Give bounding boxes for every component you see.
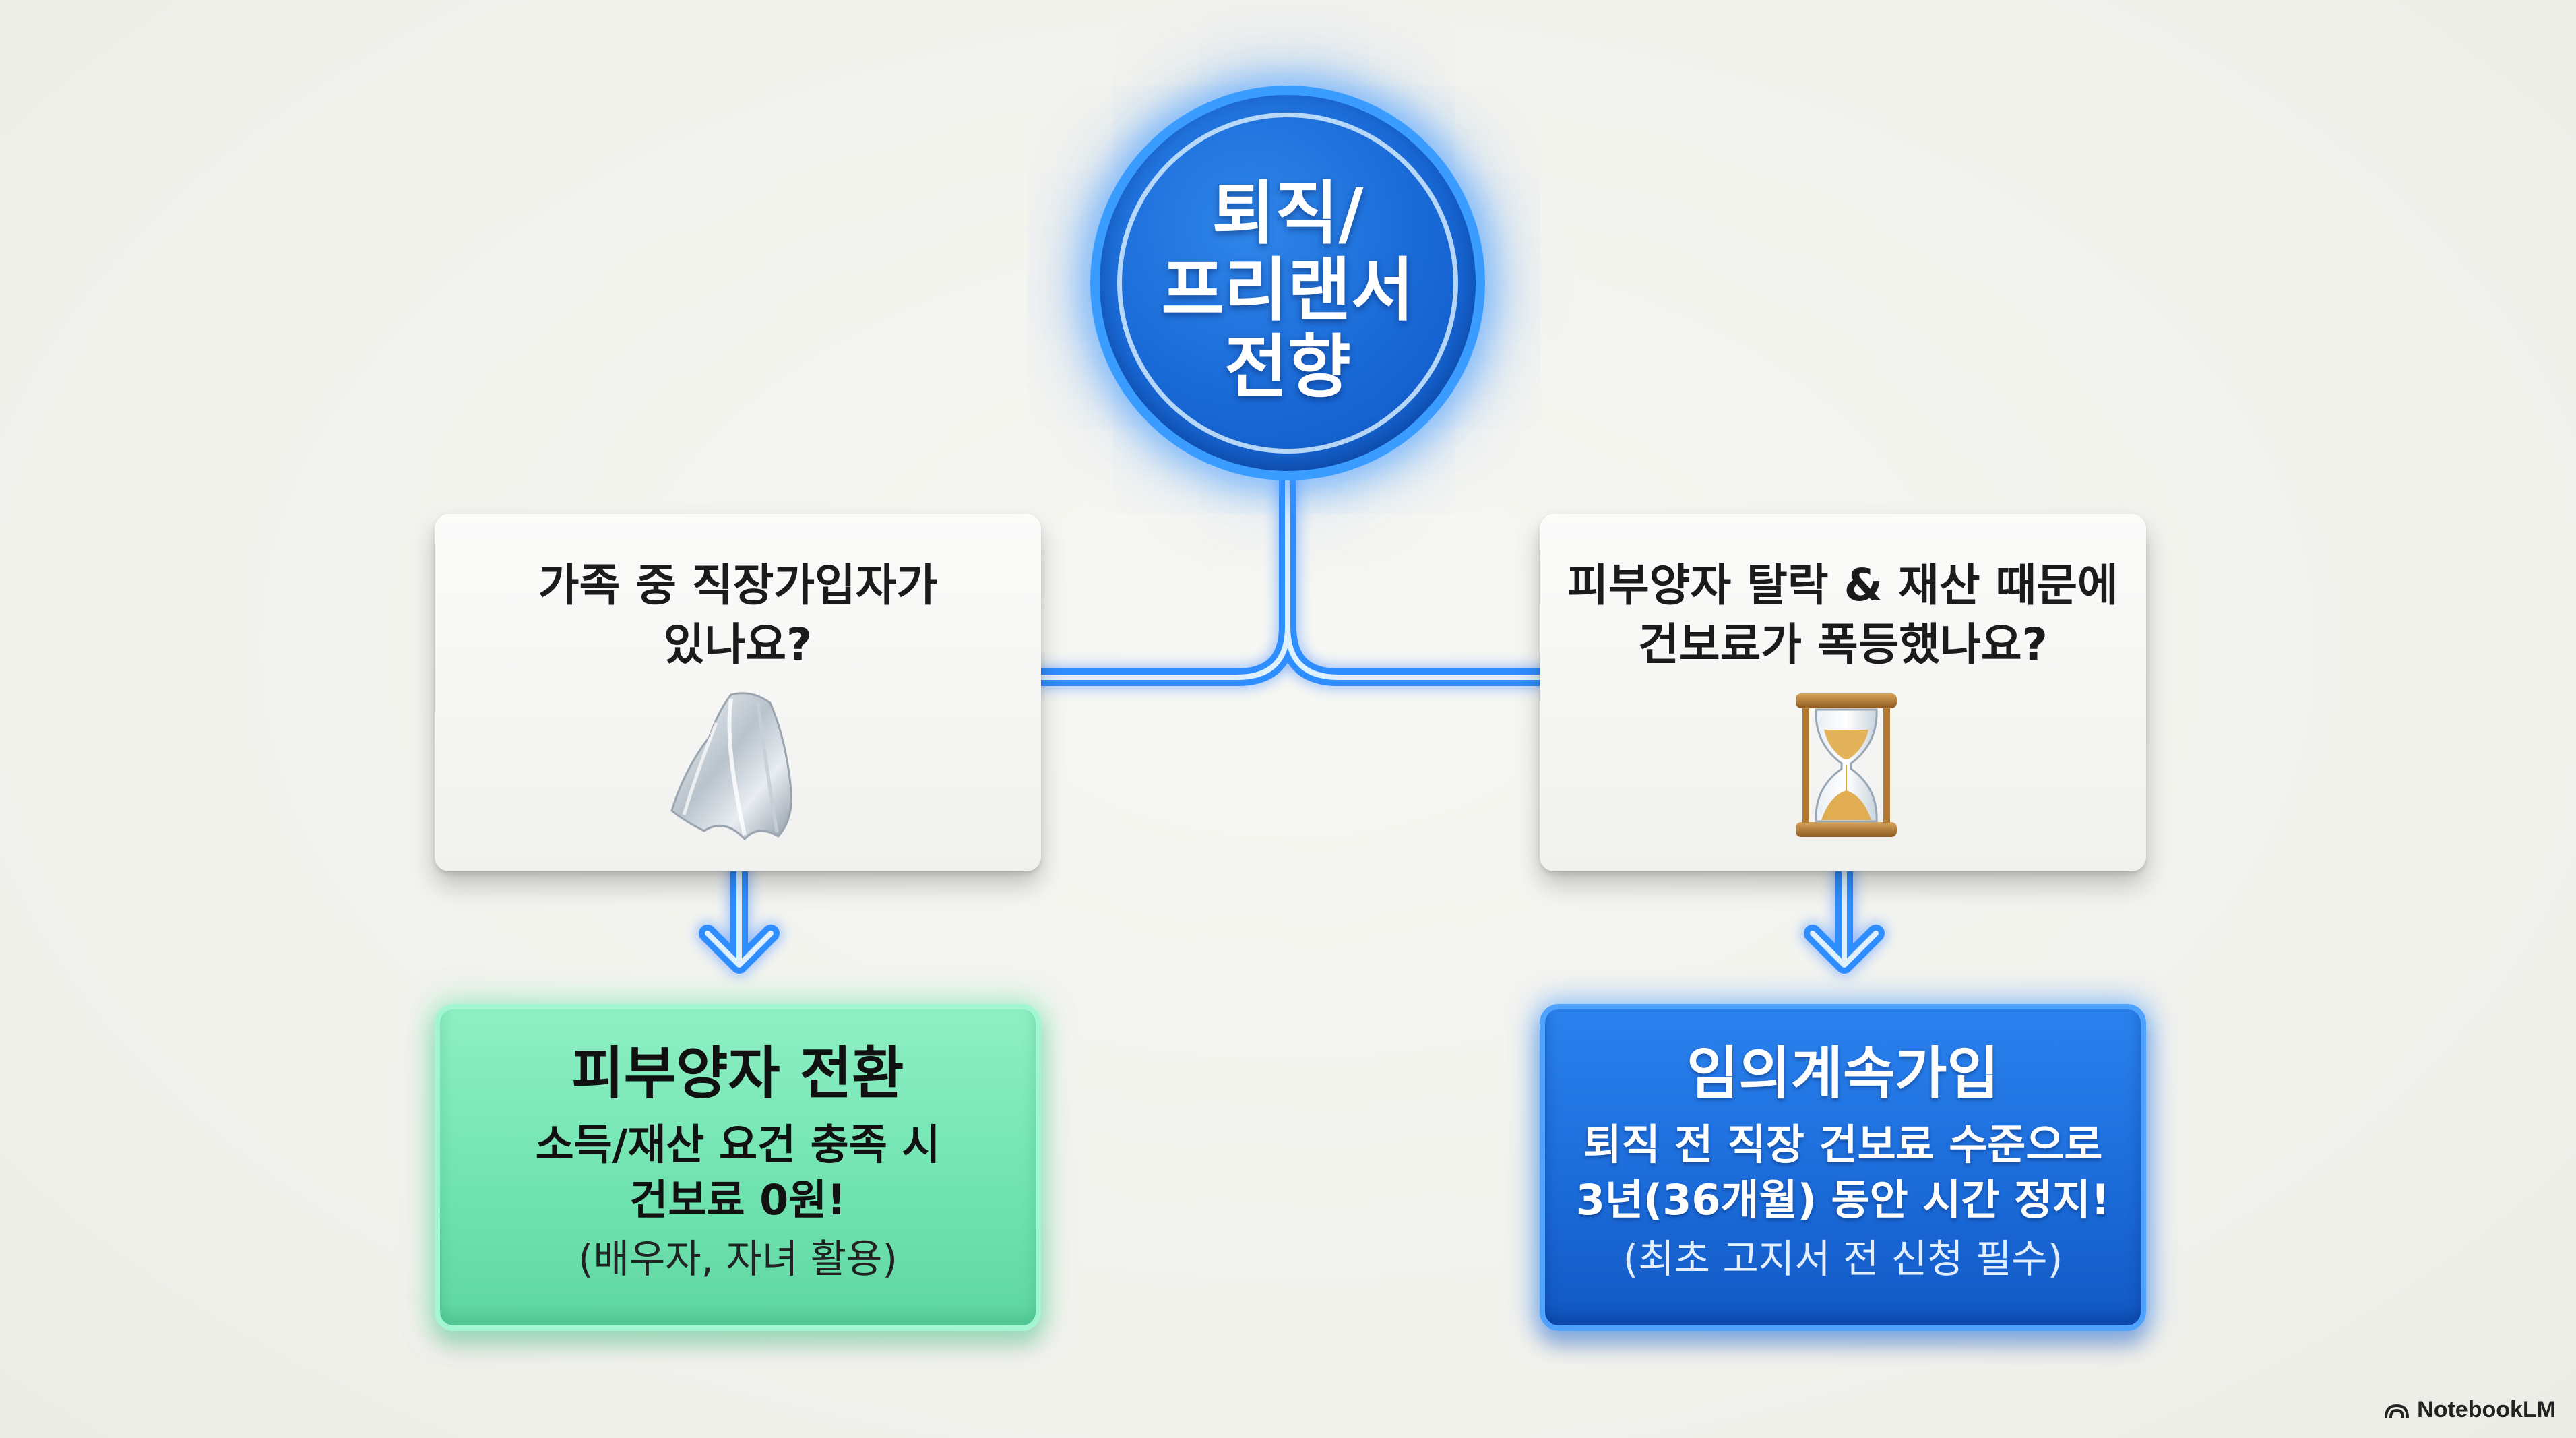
result-card-continued-enrollment: 임의계속가입 퇴직 전 직장 건보료 수준으로 3년(36개월) 동안 시간 정… <box>1540 1004 2146 1331</box>
cape-icon <box>670 692 793 841</box>
result-body-continued-enrollment: 퇴직 전 직장 건보료 수준으로 3년(36개월) 동안 시간 정지! <box>1575 1120 2110 1224</box>
root-node: 퇴직/ 프리랜서 전향 <box>1090 86 1485 480</box>
hourglass-icon <box>1796 693 1897 837</box>
result-note-dependent: (배우자, 자녀 활용) <box>577 1236 898 1282</box>
result-card-dependent: 피부양자 전환 소득/재산 요건 충족 시 건보료 0원! (배우자, 자녀 활… <box>435 1004 1041 1331</box>
result-body-dependent: 소득/재산 요건 충족 시 건보료 0원! <box>535 1120 941 1224</box>
question-text-premium-surge: 피부양자 탈락 & 재산 때문에 건보료가 폭등했나요? <box>1567 559 2118 670</box>
question-card-premium-surge: 피부양자 탈락 & 재산 때문에 건보료가 폭등했나요? <box>1540 514 2146 871</box>
question-card-family: 가족 중 직장가입자가 있나요? <box>435 514 1041 871</box>
question-text-family: 가족 중 직장가입자가 있나요? <box>538 559 938 670</box>
result-title-dependent: 피부양자 전환 <box>571 1040 904 1106</box>
left-down-arrow <box>699 863 780 974</box>
root-title: 퇴직/ 프리랜서 전향 <box>1161 174 1414 408</box>
watermark: NotebookLM <box>2383 1397 2556 1423</box>
notebooklm-logo-icon <box>2385 1404 2410 1418</box>
watermark-text: NotebookLM <box>2417 1397 2556 1423</box>
right-down-arrow <box>1804 863 1885 974</box>
root-inner-ring <box>1117 113 1458 454</box>
result-note-continued-enrollment: (최초 고지서 전 신청 필수) <box>1623 1236 2063 1282</box>
result-title-continued-enrollment: 임의계속가입 <box>1687 1040 1999 1106</box>
